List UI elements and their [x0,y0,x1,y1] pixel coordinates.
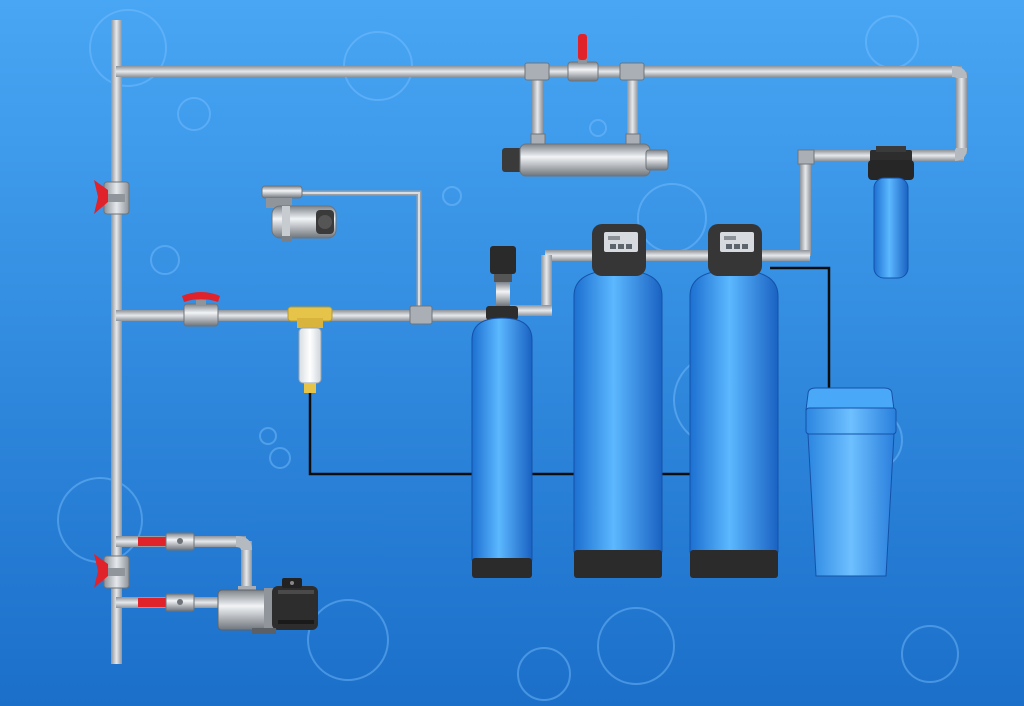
valve-handle[interactable] [182,292,220,302]
lower-ball-valve[interactable] [94,554,130,589]
aeration-tank [471,246,533,578]
pipe-fittings [409,62,815,325]
surface-pump [217,578,318,634]
main-riser-pipe [111,20,122,664]
valve-handle[interactable] [94,180,108,214]
pump-discharge-valve[interactable] [138,593,195,612]
valve-handle[interactable] [578,34,587,60]
drain-lines [308,266,831,476]
control-head [708,224,762,276]
water-softener [689,224,779,578]
upper-ball-valve[interactable] [94,180,130,215]
control-head [592,224,646,276]
uv-sterilizer [502,143,669,177]
sediment-prefilter [287,306,333,393]
valve-handle[interactable] [94,554,108,588]
pump-suction-valve[interactable] [138,532,195,551]
brine-tank [805,387,897,577]
big-blue-filter [868,146,914,279]
bypass-valve[interactable] [567,34,599,82]
inlet-valve[interactable] [182,292,220,327]
iron-removal-filter [573,224,663,578]
air-compressor [261,185,337,242]
